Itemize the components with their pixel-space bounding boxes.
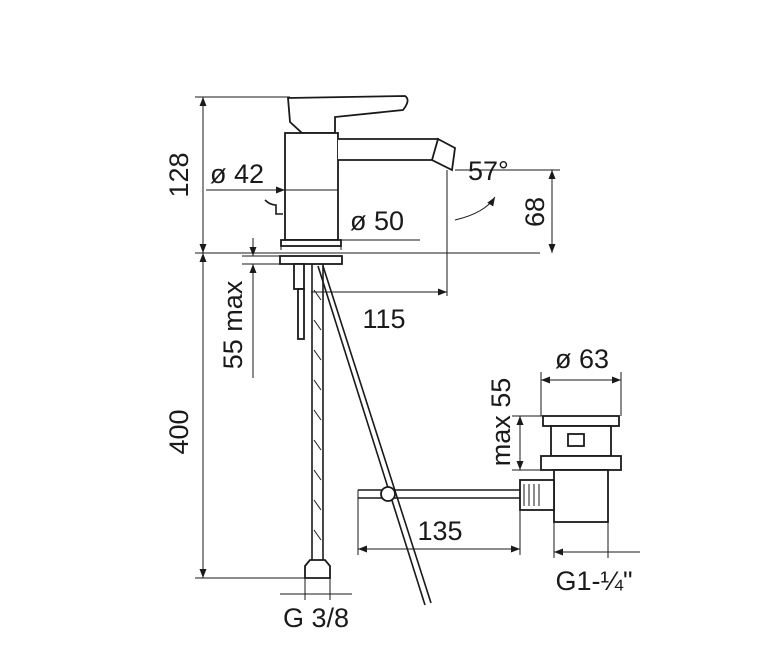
dim-waste-thickness: max 55 (486, 378, 516, 467)
dim-pull-rod-reach: 135 (417, 516, 462, 546)
dim-waste-diameter: ø 63 (555, 344, 609, 374)
dim-waste-thread: G1-¼" (555, 566, 632, 596)
dim-hose-thread: G 3/8 (283, 603, 349, 633)
waste-assembly (519, 415, 622, 523)
dim-hose-length: 400 (164, 409, 194, 454)
dim-spout-reach: 115 (362, 304, 405, 334)
dim-base-diameter: ø 50 (350, 206, 404, 236)
under-deck-assembly (279, 255, 523, 606)
dim-spout-angle: 57° (468, 156, 509, 186)
dim-height-total: 128 (164, 152, 194, 197)
dimension-lines (195, 96, 640, 600)
dim-deck-thickness: 55 max (218, 280, 248, 369)
dim-spout-height: 68 (520, 197, 550, 227)
dim-body-diameter: ø 42 (210, 159, 264, 189)
